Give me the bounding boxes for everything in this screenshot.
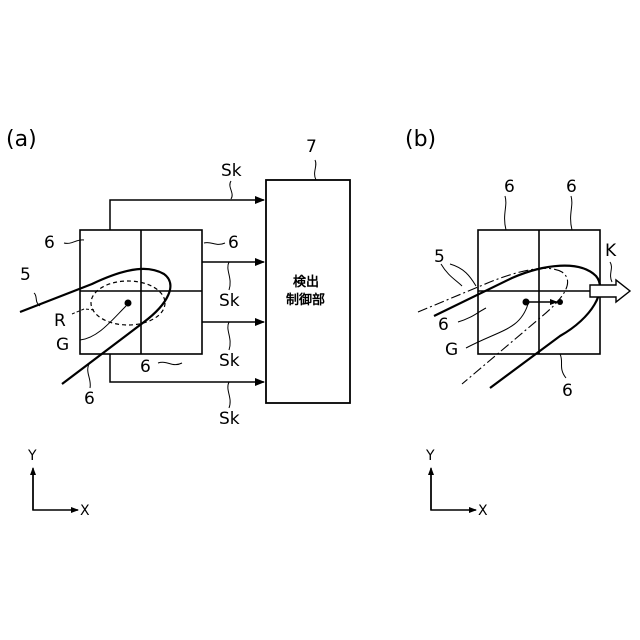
finger-current-outline: [434, 266, 600, 388]
label-controller-ref: 7: [306, 137, 317, 157]
leader-centroid-a: [80, 306, 126, 340]
leader-sensor-b2: [571, 196, 572, 230]
label-axis-y-a: Y: [27, 448, 37, 464]
axis-x-a: [33, 470, 78, 510]
leader-sk-4: [228, 382, 230, 408]
leader-controller: [315, 160, 316, 180]
label-sk-1: Sk: [221, 161, 242, 181]
signal-line-bottom: [110, 354, 264, 382]
label-sensor-b3: 6: [438, 315, 449, 335]
leader-centroid-b: [466, 304, 528, 348]
label-sensor-a1: 6: [44, 233, 55, 253]
panel-a-labels: 7 検出 制御部 Sk Sk Sk Sk 6 6 6 6 5 R G Y X: [20, 137, 325, 519]
leader-sk-1: [230, 181, 232, 199]
leader-finger-b2: [450, 264, 476, 286]
label-region: R: [54, 311, 66, 331]
label-controller-line1: 検出: [293, 274, 319, 290]
leader-sensor-b4: [560, 354, 566, 378]
detection-controller-box: [266, 180, 350, 403]
leader-sensor-a3: [158, 362, 182, 364]
label-axis-x-a: X: [80, 503, 90, 519]
leader-sk-2: [228, 262, 230, 290]
label-sensor-a2: 6: [228, 233, 239, 253]
centroid-dot: [125, 300, 132, 307]
label-axis-y-b: Y: [425, 448, 435, 464]
label-finger-b: 5: [434, 247, 445, 267]
leader-sensor-a1: [64, 240, 84, 244]
label-sensor-b1: 6: [504, 177, 515, 197]
label-axis-x-b: X: [478, 503, 488, 519]
label-controller-line2: 制御部: [286, 292, 325, 308]
leader-region: [72, 309, 96, 314]
label-centroid-b: G: [445, 340, 458, 360]
label-sk-3: Sk: [219, 351, 240, 371]
panel-b-labels: 6 6 5 6 G 6 K Y X: [425, 177, 617, 519]
leader-sensor-a2: [204, 243, 225, 245]
leader-sensor-a4: [88, 362, 91, 388]
leader-direction-k: [610, 262, 612, 282]
leader-sensor-b1: [505, 196, 506, 230]
direction-k-arrow: [590, 280, 630, 302]
signal-line-top: [110, 200, 264, 230]
leader-sk-3: [228, 322, 230, 350]
axis-x-b: [431, 470, 476, 510]
panel-a-title: (a): [6, 127, 37, 152]
label-finger-a: 5: [20, 265, 31, 285]
label-sensor-a3: 6: [140, 357, 151, 377]
label-centroid-a: G: [56, 335, 69, 355]
label-sensor-b2: 6: [566, 177, 577, 197]
label-direction-k: K: [605, 241, 617, 261]
label-sensor-a4: 6: [84, 389, 95, 409]
label-sk-4: Sk: [219, 409, 240, 429]
panel-b-title: (b): [405, 127, 436, 152]
label-sensor-b4: 6: [562, 381, 573, 401]
label-sk-2: Sk: [219, 291, 240, 311]
leader-sensor-b3: [458, 308, 486, 322]
centroid-end-dot: [557, 299, 563, 305]
